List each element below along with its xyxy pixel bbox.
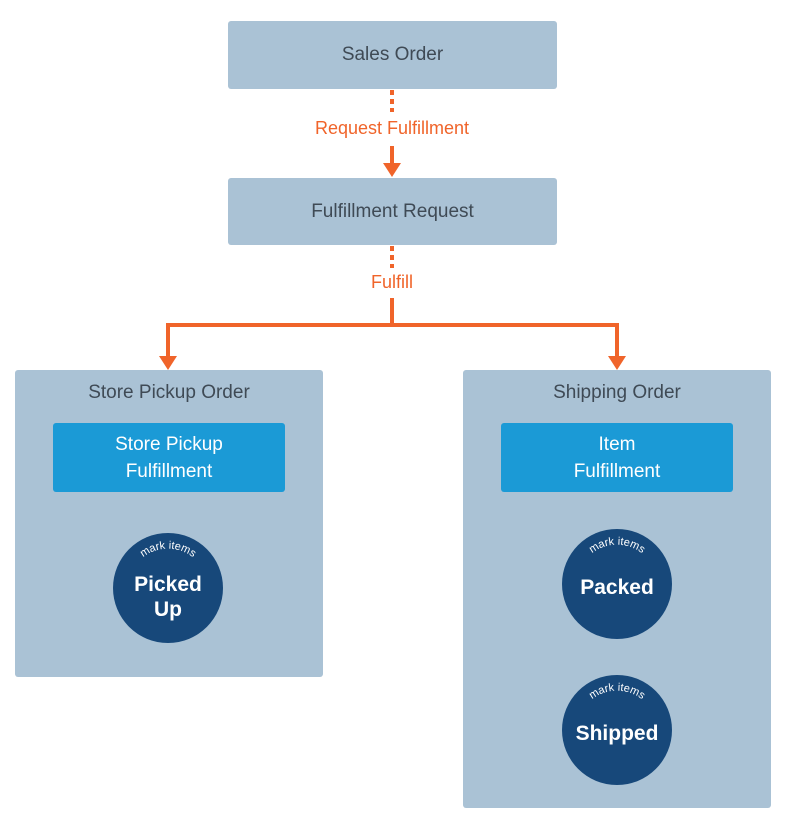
item-fulfillment-node: Item Fulfillment: [501, 423, 733, 492]
picked-up-line2: Up: [154, 598, 182, 621]
shipped-label: Shipped: [575, 722, 659, 745]
svg-text:mark items: mark items: [587, 536, 648, 556]
arrowhead-to-fulfillment-request: [383, 163, 401, 177]
picked-up-label: Picked Up: [113, 572, 223, 622]
item-fulfillment-line2: Fulfillment: [573, 460, 661, 482]
packed-status-node: mark items Packed: [562, 529, 672, 639]
shipped-caption: mark items: [587, 682, 648, 702]
picked-up-line1: Picked: [134, 573, 202, 596]
store-pickup-order-panel: Store Pickup Order Store Pickup Fulfillm…: [15, 370, 323, 677]
picked-up-status-node: mark items Picked Up: [113, 533, 223, 643]
arrowhead-to-shipping: [608, 356, 626, 370]
connector-split: [166, 323, 619, 358]
shipping-order-title: Shipping Order: [553, 382, 681, 403]
svg-text:mark items: mark items: [138, 540, 199, 560]
shipped-caption-arc: mark items: [587, 682, 648, 702]
shipping-order-panel: Shipping Order Item Fulfillment mark ite…: [463, 370, 771, 808]
store-pickup-fulfillment-line2: Fulfillment: [125, 460, 213, 482]
sales-order-node: Sales Order: [228, 21, 557, 89]
fulfill-label: Fulfill: [370, 272, 413, 292]
store-pickup-order-title: Store Pickup Order: [88, 382, 250, 403]
picked-up-caption-arc: mark items: [138, 540, 199, 560]
sales-order-label: Sales Order: [341, 44, 444, 65]
packed-caption-arc: mark items: [587, 536, 648, 556]
store-pickup-fulfillment-line1: Store Pickup: [115, 433, 223, 455]
fulfillment-request-node: Fulfillment Request: [228, 178, 557, 245]
packed-caption: mark items: [587, 536, 648, 556]
svg-text:mark items: mark items: [587, 682, 648, 702]
shipped-status-node: mark items Shipped: [562, 675, 672, 785]
fulfillment-request-label: Fulfillment Request: [311, 200, 474, 222]
store-pickup-fulfillment-node: Store Pickup Fulfillment: [53, 423, 285, 492]
item-fulfillment-line1: Item: [598, 433, 636, 455]
packed-label: Packed: [580, 576, 654, 599]
request-fulfillment-label: Request Fulfillment: [314, 118, 470, 138]
picked-up-caption: mark items: [138, 540, 199, 560]
arrowhead-to-store-pickup: [159, 356, 177, 370]
